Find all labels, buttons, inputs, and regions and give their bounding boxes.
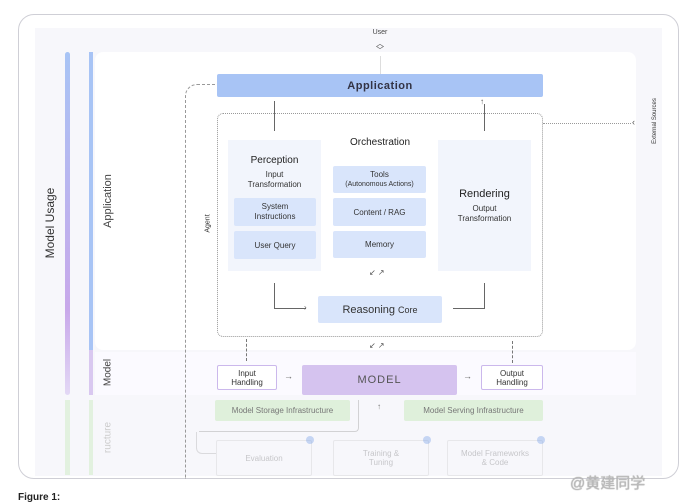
rendering-title: Rendering [459,188,510,200]
input-handling-line1: Input [238,368,256,378]
training-tuning-box[interactable]: Training &Tuning [333,440,429,476]
system-instructions-line1: System [261,202,289,211]
output-handling-line2: Handling [496,377,528,387]
user-query-box[interactable]: User Query [234,231,316,259]
external-sources-connector [543,123,631,124]
app-to-perception-line [274,101,275,131]
external-sources-label: External Sources [652,98,658,144]
arrow-right-icon: › [304,303,307,312]
frameworks-line2: & Code [481,458,509,467]
reasoning-label: Reasoning [342,303,396,316]
storage-connector [199,400,359,432]
arrow-right-icon: → [463,371,472,381]
tools-line2: (Autonomous Actions) [345,180,414,188]
memory-box[interactable]: Memory [333,231,426,258]
rendering-panel [438,140,531,271]
perception-sub2: Transformation [247,180,302,189]
exchange-arrows-icon: ↙ ↗ [369,268,385,277]
model-usage-label: Model Usage [43,187,57,259]
orchestration-title: Orchestration [349,137,411,148]
application-bar-side [89,52,93,350]
perception-to-reasoning-line [274,283,306,309]
info-icon [537,436,545,444]
rendering-sub1: Output [472,204,497,213]
arrow-up-icon: ↑ [480,97,484,106]
core-label: Core [398,304,418,315]
application-layer-label: Application [102,174,114,228]
evaluation-box[interactable]: Evaluation [216,440,312,476]
info-icon [423,436,431,444]
tools-line1: Tools [370,169,389,179]
agent-boundary [185,84,225,479]
tools-box[interactable]: Tools(Autonomous Actions) [333,166,426,193]
frameworks-line1: Model Frameworks [460,449,529,458]
rendering-to-app-line [484,104,485,131]
model-serving-box[interactable]: Model Serving Infrastructure [404,400,543,421]
model-layer-label: Model [102,358,114,387]
infrastructure-layer-label: ructure [102,421,114,454]
model-usage-infra-bar [65,400,70,475]
perception-title: Perception [250,155,299,166]
output-to-agent-line [512,341,513,363]
model-frameworks-box[interactable]: Model Frameworks& Code [447,440,543,476]
agent-label: Agent [204,214,212,233]
user-label: User [372,29,388,36]
agent-to-input-line [246,339,247,361]
chevron-left-icon: ‹ [632,117,635,127]
info-icon [306,436,314,444]
arrow-up-icon: ↑ [377,402,381,411]
watermark: @黄建同学 [570,475,646,492]
model-bar-side [89,350,93,395]
training-line2: Tuning [368,458,394,467]
output-handling-line1: Output [499,368,524,378]
bidirectional-chevron-icon: ︿﹀ [376,39,384,55]
content-rag-box[interactable]: Content / RAG [333,198,426,226]
input-handling-line2: Handling [231,377,263,387]
application-box[interactable]: Application [217,74,543,97]
model-usage-bar [65,52,70,395]
rendering-sub2: Transformation [457,214,512,223]
perception-sub1: Input [265,170,284,179]
exchange-arrows-icon: ↙ ↗ [369,341,385,350]
infra-bar-side [89,400,93,475]
arrow-right-icon: → [284,371,293,381]
model-box[interactable]: MODEL [302,365,457,395]
reasoning-to-rendering-line [453,283,485,309]
user-connector [380,56,381,74]
training-line1: Training & [362,449,400,458]
model-storage-box[interactable]: Model Storage Infrastructure [215,400,350,421]
system-instructions-line2: Instructions [254,212,296,221]
orchestration-boundary [217,113,543,337]
evaluation-connector [196,432,216,454]
